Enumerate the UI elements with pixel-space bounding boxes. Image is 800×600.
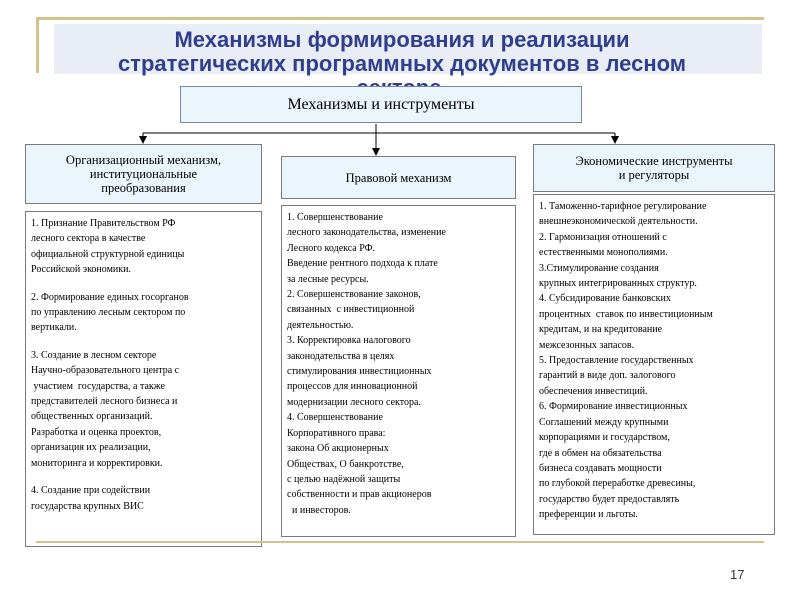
header-line: Организационный механизм, xyxy=(65,153,222,167)
text-line: Корпоративного права: xyxy=(287,427,386,439)
legal-mechanism-header: Правовой механизм xyxy=(281,156,516,199)
top-box-label: Механизмы и инструменты xyxy=(287,95,475,113)
text-line: деятельностью. xyxy=(287,319,354,331)
text-line: официальной структурной единицы xyxy=(31,248,185,260)
header-line: Правовой механизм xyxy=(345,170,452,185)
text-line: закона Об акционерных xyxy=(287,443,389,455)
decorative-frame-bottom xyxy=(36,541,764,543)
header-line: Экономические инструменты xyxy=(575,154,733,168)
text-line: Разработка и оценка проектов, xyxy=(31,426,162,438)
text-line: по управлению лесным сектором по xyxy=(31,307,186,319)
text-line: внешнеэкономической деятельности. xyxy=(539,216,698,228)
slide-title: Механизмы формирования и реализации стра… xyxy=(40,28,764,92)
header-line: преобразования xyxy=(101,181,186,195)
text-line: представителей лесного бизнеса и xyxy=(31,396,178,408)
text-line: 1. Совершенствование xyxy=(287,212,383,223)
text-line: крупных интегрированных структур. xyxy=(539,278,697,290)
decorative-frame-left xyxy=(36,17,39,73)
text-line: Научно-образовательного центра с xyxy=(31,365,180,377)
text-line: стимулирования инвестиционных xyxy=(287,366,432,378)
text-line: Соглашений между крупными xyxy=(539,416,669,428)
title-background xyxy=(54,24,762,74)
page-number: 17 xyxy=(730,567,745,582)
text-line: процентных ставок по инвестиционным xyxy=(539,308,713,320)
text-line: 5. Предоставление государственных xyxy=(539,355,694,367)
text-line: обеспечения инвестиций. xyxy=(539,385,648,397)
text-line: 3. Создание в лесном секторе xyxy=(31,349,157,361)
text-line: 4. Субсидирование банковских xyxy=(539,293,671,305)
text-line: общественных организаций. xyxy=(31,411,153,423)
organizational-mechanism-body: 1. Признание Правительством РФ лесного с… xyxy=(25,211,262,547)
economic-instruments-header: Экономические инструменты и регуляторы xyxy=(533,144,775,192)
header-line: институциональные xyxy=(89,167,198,181)
decorative-frame-top xyxy=(36,17,764,20)
text-line: участием государства, а также xyxy=(31,380,165,392)
legal-mechanism-body: 1. Совершенствование лесного законодател… xyxy=(281,205,516,537)
text-line: связанных с инвестиционной xyxy=(287,304,415,316)
text-line: 2. Формирование единых госорганов xyxy=(31,291,189,303)
text-line: с целью надёжной защиты xyxy=(287,473,401,485)
text-line: за лесные ресурсы. xyxy=(287,273,369,285)
text-line: 2. Гармонизация отношений с xyxy=(539,231,667,243)
text-line: и инвесторов. xyxy=(287,504,351,516)
text-line: 6. Формирование инвестиционных xyxy=(539,401,688,413)
text-line: корпорациями и государством, xyxy=(539,432,670,444)
text-line: вертикали. xyxy=(31,322,77,334)
text-line: собственности и прав акционеров xyxy=(287,489,432,501)
text-line: по глубокой переработке древесины, xyxy=(539,478,696,490)
text-line: 1. Таможенно-тарифное регулирование xyxy=(539,201,707,212)
text-line: лесного законодательства, изменение xyxy=(287,227,446,239)
text-line: межсезонных запасов. xyxy=(539,339,635,351)
text-line: государства крупных ВИС xyxy=(31,500,144,512)
text-line: 3.Стимулирование создания xyxy=(539,262,659,274)
text-line: кредитам, и на кредитование xyxy=(539,324,663,336)
mechanisms-and-instruments-box: Механизмы и инструменты xyxy=(180,86,582,123)
text-line: 1. Признание Правительством РФ xyxy=(31,218,176,229)
title-line: стратегических программных документов в … xyxy=(117,51,687,76)
header-line: и регуляторы xyxy=(618,168,690,182)
text-line: лесного сектора в качестве xyxy=(31,233,146,245)
text-line: Введение рентного подхода к плате xyxy=(287,258,438,270)
title-line: Механизмы формирования и реализации xyxy=(174,28,630,52)
text-line: 4. Совершенствование xyxy=(287,412,383,424)
text-line: преференции и льготы. xyxy=(539,509,638,521)
text-line: Российской экономики. xyxy=(31,264,131,276)
text-line: 2. Совершенствование законов, xyxy=(287,289,421,301)
text-line: естественными монополиями. xyxy=(539,247,668,259)
text-line: бизнеса создавать мощности xyxy=(539,462,662,474)
text-line: модернизации лесного сектора. xyxy=(287,396,421,408)
text-line: Обществах, О банкротстве, xyxy=(287,458,404,470)
text-line: гарантий в виде доп. залогового xyxy=(539,370,676,382)
text-line: мониторинга и корректировки. xyxy=(31,457,163,469)
organizational-mechanism-header: Организационный механизм, институциональ… xyxy=(25,144,262,204)
economic-instruments-body: 1. Таможенно-тарифное регулирование внеш… xyxy=(533,194,775,535)
text-line: организация их реализации, xyxy=(31,442,151,454)
text-line: 4. Создание при содействии xyxy=(31,485,151,497)
text-line: 3. Корректировка налогового xyxy=(287,335,411,347)
text-line: процессов для инновационной xyxy=(287,381,418,393)
text-line: Лесного кодекса РФ. xyxy=(287,242,376,254)
text-line: законодательства в целях xyxy=(287,350,395,362)
text-line: где в обмен на обязательства xyxy=(539,447,662,459)
text-line: государство будет предоставлять xyxy=(539,493,680,505)
